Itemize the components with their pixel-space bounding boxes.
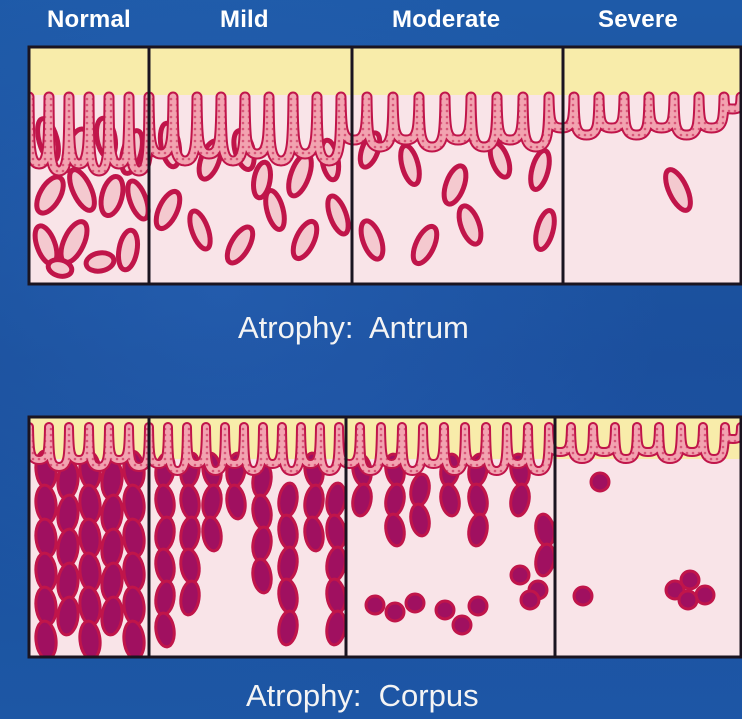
corpus-gland-82 — [453, 616, 471, 634]
corpus-gland-81 — [436, 601, 454, 619]
corpus-gland-80 — [406, 594, 424, 612]
corpus-gland-91 — [696, 586, 714, 604]
corpus-gland-90 — [681, 571, 699, 589]
corpus-gland-83 — [469, 597, 487, 615]
antrum-lumen — [29, 47, 741, 95]
corpus-gland-88 — [574, 587, 592, 605]
corpus-gland-79 — [386, 603, 404, 621]
corpus-gland-86 — [521, 591, 539, 609]
antrum-panel — [29, 47, 741, 284]
antrum-caption: Atrophy: Antrum — [238, 310, 469, 346]
corpus-panel — [29, 417, 741, 660]
corpus-caption: Atrophy: Corpus — [246, 678, 479, 714]
corpus-gland-87 — [591, 473, 609, 491]
corpus-gland-92 — [679, 591, 697, 609]
corpus-gland-78 — [366, 596, 384, 614]
corpus-gland-84 — [511, 566, 529, 584]
